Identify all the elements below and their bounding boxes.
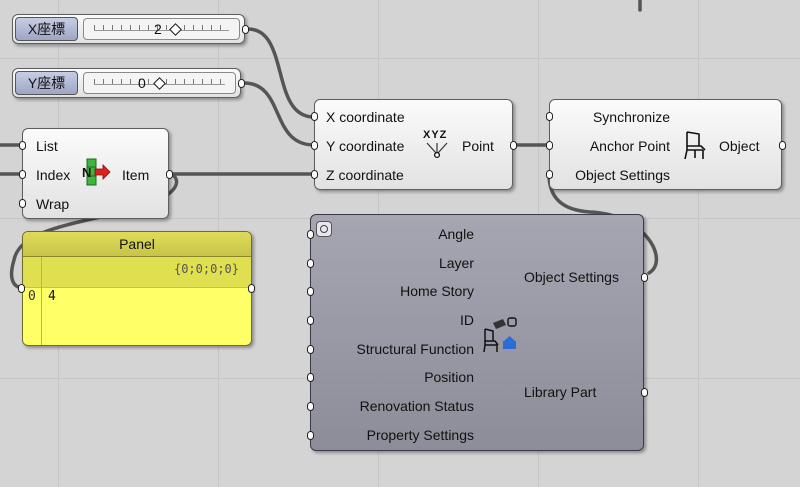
port-in-property-settings[interactable] (307, 431, 314, 440)
wire-item-loop[interactable] (9, 172, 179, 290)
output-object-settings-label: Object Settings (524, 269, 619, 285)
list-item-icon: N (82, 158, 111, 186)
port-out-item[interactable] (166, 170, 173, 179)
slider-x-value: 2 (154, 21, 162, 37)
output-point-label: Point (462, 138, 494, 154)
panel-path: {0;0;0;0} (173, 262, 239, 276)
port-in-synchronize[interactable] (546, 112, 553, 121)
object-settings-component[interactable]: Angle Layer Home Story ID Structural Fun… (307, 214, 648, 451)
input-position-label: Position (424, 369, 474, 385)
port-in-structural-function[interactable] (307, 345, 314, 354)
port-in-z[interactable] (311, 170, 318, 179)
construct-point-component[interactable]: X coordinate Y coordinate Z coordinate P… (311, 99, 517, 190)
panel-path-bar (23, 257, 251, 288)
port-in-position[interactable] (307, 373, 314, 382)
port-in-wrap[interactable] (19, 199, 26, 208)
chair-icon (684, 131, 706, 160)
input-property-settings-label: Property Settings (366, 427, 474, 443)
panel-component[interactable]: Panel {0;0;0;0} 0 4 (22, 231, 252, 346)
input-anchor-point-label: Anchor Point (589, 138, 670, 154)
input-angle-label: Angle (438, 226, 474, 242)
panel-row-index: 0 (28, 289, 36, 304)
input-layer-label: Layer (438, 255, 474, 271)
port-in-index[interactable] (19, 170, 26, 179)
port-in-x[interactable] (311, 112, 318, 121)
input-object-settings-label: Object Settings (575, 167, 670, 183)
slider-y-value: 0 (138, 75, 146, 91)
xyz-point-icon: XYZ (423, 129, 453, 159)
input-y-label: Y coordinate (326, 138, 405, 154)
panel-input-port[interactable] (18, 284, 25, 293)
slider-y[interactable]: Y座標 0 (12, 68, 245, 98)
port-in-layer[interactable] (307, 259, 314, 268)
port-in-angle[interactable] (307, 230, 314, 239)
output-library-part-label: Library Part (524, 384, 597, 400)
port-out-object-settings[interactable] (641, 273, 648, 282)
port-in-renovation-status[interactable] (307, 402, 314, 411)
port-out-object[interactable] (779, 141, 786, 150)
input-home-story-label: Home Story (400, 283, 474, 299)
input-synchronize-label: Synchronize (592, 109, 670, 125)
wire-xslider-to-point[interactable] (246, 27, 316, 119)
input-id-label: ID (460, 312, 474, 328)
xyz-icon-text: XYZ (423, 129, 448, 141)
input-renovation-status-label: Renovation Status (359, 398, 474, 414)
list-item-component[interactable]: List Index Wrap Item N (19, 128, 173, 219)
port-out-point[interactable] (510, 141, 517, 150)
port-out-library-part[interactable] (641, 388, 648, 397)
slider-x-ticks (94, 25, 229, 31)
settings-gear-icon[interactable] (316, 221, 332, 237)
object-settings-icon (483, 317, 517, 353)
panel-output-port[interactable] (248, 284, 255, 293)
port-in-object-settings[interactable] (546, 170, 553, 179)
output-item-label: Item (122, 167, 150, 183)
input-index-label: Index (36, 167, 71, 183)
wire-settings-to-object[interactable] (547, 172, 659, 275)
input-z-label: Z coordinate (326, 167, 404, 183)
svg-text:N: N (82, 165, 91, 180)
port-in-anchor-point[interactable] (546, 141, 553, 150)
slider-x-line (94, 30, 229, 31)
slider-x-track[interactable]: 2 (83, 18, 240, 40)
slider-y-track[interactable]: 0 (83, 72, 236, 94)
slider-y-name: Y座標 (15, 71, 78, 95)
panel-row-value[interactable]: 4 (48, 289, 56, 304)
port-in-home-story[interactable] (307, 287, 314, 296)
slider-y-output-port[interactable] (238, 79, 245, 88)
object-component[interactable]: Synchronize Anchor Point Object Settings… (546, 99, 786, 190)
output-object-label: Object (719, 138, 760, 154)
slider-x[interactable]: X座標 2 (12, 14, 249, 44)
port-in-id[interactable] (307, 316, 314, 325)
wire-yslider-to-point[interactable] (242, 81, 316, 147)
input-structural-function-label: Structural Function (356, 341, 475, 357)
input-x-label: X coordinate (326, 109, 405, 125)
input-list-label: List (36, 138, 58, 154)
panel-gutter (41, 257, 42, 345)
panel-title: Panel (23, 232, 251, 257)
input-wrap-label: Wrap (36, 196, 70, 212)
slider-x-output-port[interactable] (242, 25, 249, 34)
port-in-list[interactable] (19, 141, 26, 150)
port-in-y[interactable] (311, 141, 318, 150)
slider-x-name: X座標 (15, 17, 78, 41)
